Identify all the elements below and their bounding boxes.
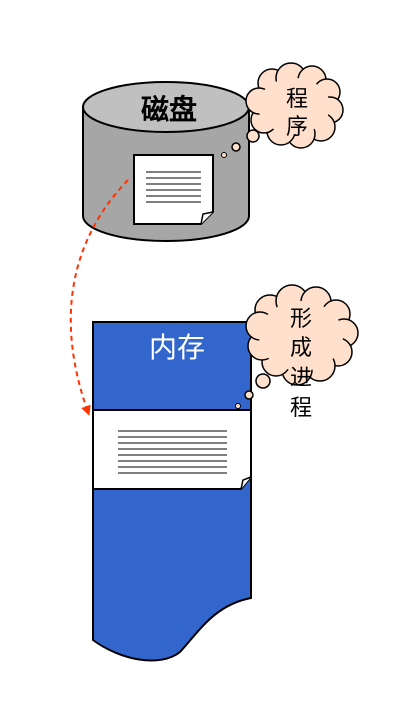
process-cloud-line-3: 进	[290, 366, 312, 391]
load-arrow	[69, 179, 129, 416]
process-cloud-line-4: 程	[290, 396, 312, 421]
disk-label: 磁盘	[141, 93, 197, 126]
process-cloud-line-1: 形	[290, 307, 312, 332]
program-cloud-line-1: 程	[286, 87, 308, 112]
process-cloud-line-2: 成	[290, 336, 312, 361]
memory-label: 内存	[149, 331, 205, 364]
program-document-icon	[133, 154, 214, 225]
program-thought-cloud: 程 序	[221, 62, 344, 158]
process-thought-cloud: 形 成 进 程	[235, 284, 359, 421]
loaded-program-document	[92, 409, 252, 490]
program-cloud-line-2: 序	[286, 115, 308, 140]
memory-block: 内存	[92, 321, 252, 662]
